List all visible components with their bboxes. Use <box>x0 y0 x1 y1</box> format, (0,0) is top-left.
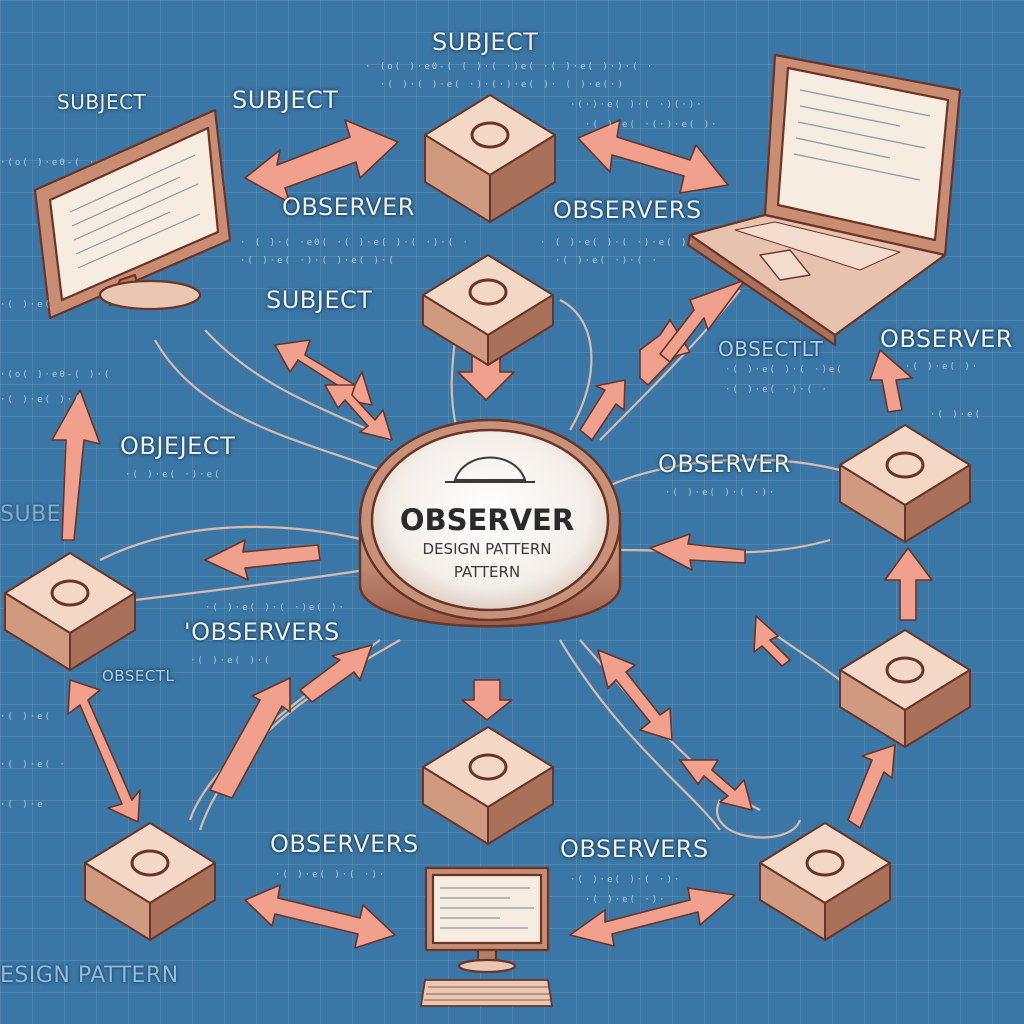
arrow-hub-down <box>461 679 513 721</box>
label-design-pattern-bottom: ESIGN PATTERN <box>0 963 179 988</box>
cube-node-icon <box>84 822 216 941</box>
double-arrow-top-right <box>577 119 729 194</box>
arrow-right-lower-up <box>753 615 791 667</box>
scribble-line: ·( )·e( <box>930 410 982 420</box>
label-observer-right-mid: OBSERVER <box>658 450 791 478</box>
hub-subtitle: DESIGN PATTERN <box>422 540 552 558</box>
cube-nodes <box>4 94 971 941</box>
cube-node-icon <box>422 726 554 845</box>
scribble-line: ·( )·e( · <box>0 760 67 770</box>
arrow-right-upper-2 <box>579 379 626 441</box>
scribble-line: · ( )·e( )·( ·)·e( )· <box>540 238 696 248</box>
scribble-line: ·( )·e( )· <box>905 362 980 372</box>
scribble-line: ·( )·e( )·( ·)e( )· <box>205 603 346 613</box>
double-arrow-top-left <box>244 119 399 204</box>
scribble-line: ·(o( )·e0-( · <box>0 158 97 168</box>
scribble-line: ·( )·( )·e( ·)·(·)·e( )· ( )·e(·) <box>380 80 625 90</box>
scribble-line: ·( )·e <box>0 800 45 810</box>
scribble-line: ·( )·e( )·( <box>190 656 272 666</box>
monitor-icon <box>424 866 550 974</box>
scribble-line: ·( )·e( )·( ·)e( <box>725 365 844 375</box>
label-sube-left: SUBE <box>0 502 62 527</box>
arrow-left-upper-1 <box>274 339 373 406</box>
label-subject-left: SUBJECT <box>57 90 147 114</box>
label-observer-top-left: OBSERVER <box>282 193 415 221</box>
arrow-left-up <box>51 389 101 541</box>
label-object-left: OBJEJECT <box>120 432 236 460</box>
cube-node-icon <box>839 424 971 543</box>
scribble-line: ·( )·e( ·)· <box>585 895 667 905</box>
arrow-right-lower-diag <box>847 744 896 829</box>
cube-node-icon <box>424 94 556 223</box>
keyboard-icon <box>419 979 554 1007</box>
label-objectl-left: OBSECTL <box>102 667 175 685</box>
hub-dome-icon <box>358 418 622 628</box>
arrow-right-down-diag <box>597 649 673 741</box>
scribble-line: ·( )·e( <box>0 300 52 310</box>
label-observers-bottom-left: OBSERVERS <box>270 830 419 858</box>
hub-pattern-label: PATTERN <box>453 563 521 581</box>
scribble-line: ·( )·e( )·( ·)· <box>570 875 682 885</box>
scribble-line: ·(·)·e( )·( ·)(·)· <box>570 100 704 110</box>
arrow-box-right-up <box>884 547 933 621</box>
label-subject-mid-left: SUBJECT <box>232 86 339 114</box>
scribble-line: ·( )·e( ·(·)·e( )· <box>585 120 719 130</box>
arrow-laptop-down <box>659 279 746 363</box>
scribble-line: ·( )·e( <box>0 712 52 722</box>
scribble-line: ·(o( )·e0-( )·( <box>0 370 112 380</box>
arrow-left-upper-2 <box>324 384 393 441</box>
scribble-line: ·( )·e( )·( ·)· <box>275 870 387 880</box>
arrow-left-hub-in <box>204 539 321 581</box>
desktop-computer-icon <box>33 108 232 320</box>
cube-node-icon <box>759 822 891 941</box>
label-subject-top: SUBJECT <box>432 28 539 56</box>
arrow-left-vertical <box>67 679 141 823</box>
scribble-line: ·( )·e( )·( ·)· <box>665 488 777 498</box>
scribble-line: ·( )·e( ·)·( · <box>555 256 659 266</box>
cube-node-icon <box>839 629 971 748</box>
arrow-left-down-diag <box>209 677 291 799</box>
label-objsectl: OBSECTLT <box>718 337 824 361</box>
scribble-line: ·( )·e( ·)·( )·e( )·( <box>240 256 396 266</box>
arrow-bottom-right-diag <box>679 759 753 811</box>
double-arrow-bottom-right <box>569 887 736 947</box>
arrow-left-down-diag-2 <box>299 644 373 703</box>
hub-title: OBSERVER <box>399 503 575 537</box>
label-observers-top-right: OBSERVERS <box>553 196 702 224</box>
label-observers-bottom-right: OBSERVERS <box>560 835 709 863</box>
scribble-line: · (o( )·e0-( ( )·( ·)e( ·( )·e( )·)·( · <box>365 62 655 72</box>
label-observers-left: 'OBSERVERS <box>184 618 340 646</box>
laptop-icon <box>686 53 962 347</box>
arrows <box>51 119 933 949</box>
double-arrow-bottom-left <box>244 884 396 949</box>
label-subject-center: SUBJECT <box>266 286 373 314</box>
cube-node-icon <box>422 254 554 366</box>
cube-node-icon <box>4 552 136 671</box>
scribble-line: ·( )·e( ·)·( · <box>725 385 829 395</box>
scribble-line: ·( )·e( ·)·e( <box>125 470 222 480</box>
arrow-right-up <box>869 349 913 413</box>
scribble-line: · ( )·( ·e0( ·( )·e( )·( ·)·( · <box>240 238 470 248</box>
arrow-right-hub-in <box>649 533 746 571</box>
scribble-line: ·( )·e( )·( <box>0 395 82 405</box>
label-observer-right-top: OBSERVER <box>880 325 1013 353</box>
